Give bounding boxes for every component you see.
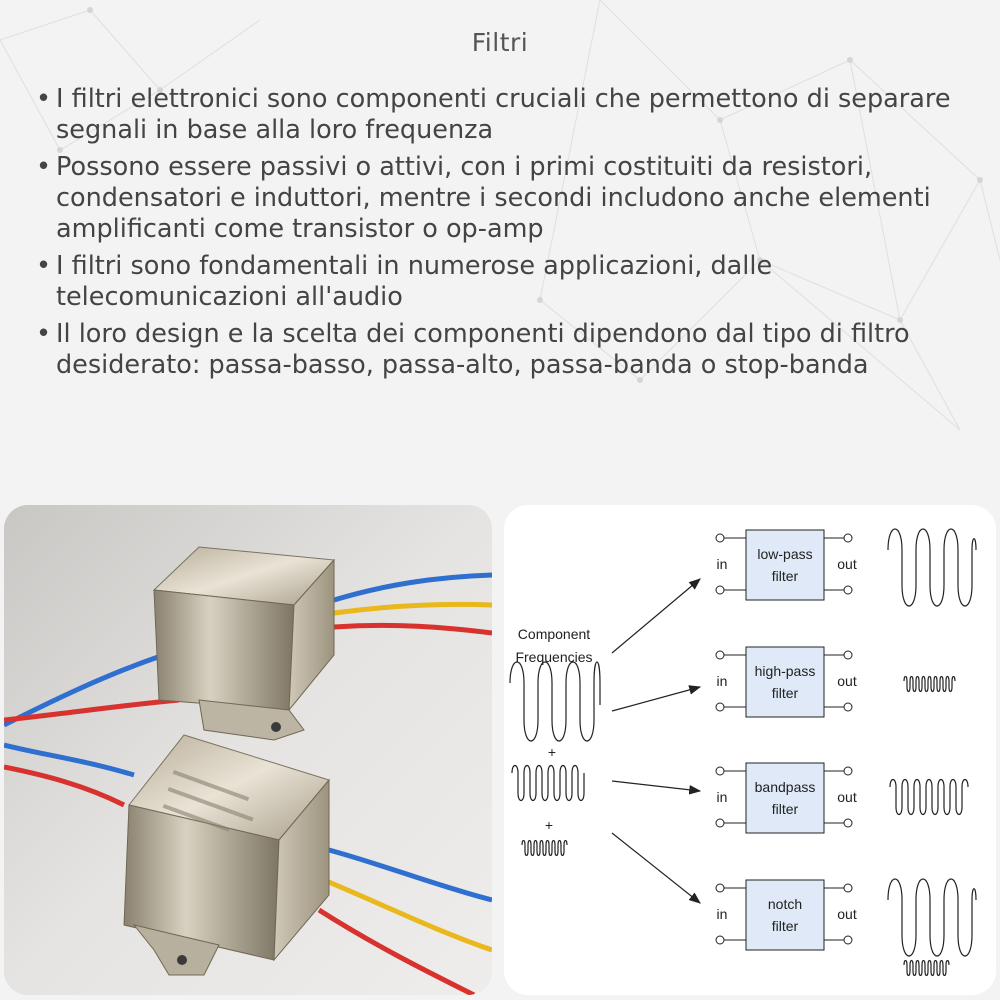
bullet-item: Il loro design e la scelta dei component… <box>36 319 966 381</box>
filter-name: filter <box>772 801 799 817</box>
output-wave-low-pass <box>887 528 977 607</box>
out-label: out <box>837 556 857 572</box>
in-label: in <box>717 906 728 922</box>
filter-block-bandpass: in out bandpass filter <box>715 762 857 834</box>
out-label: out <box>837 789 857 805</box>
output-wave-notch-low <box>887 878 977 957</box>
output-wave-high-pass <box>903 675 956 693</box>
bullet-list: I filtri elettronici sono componenti cru… <box>36 84 966 387</box>
bullet-item: Possono essere passivi o attivi, con i p… <box>36 152 966 245</box>
filter-name: low-pass <box>757 546 812 562</box>
filter-name: bandpass <box>755 779 816 795</box>
plus-sign: + <box>545 817 553 833</box>
output-wave-bandpass <box>889 778 969 816</box>
bullet-item: I filtri elettronici sono componenti cru… <box>36 84 966 146</box>
out-label: out <box>837 906 857 922</box>
filter-name: filter <box>772 685 799 701</box>
filter-name: filter <box>772 568 799 584</box>
filter-components-photo <box>4 505 492 995</box>
filter-name: notch <box>768 896 802 912</box>
arrow <box>611 832 701 904</box>
in-label: in <box>717 673 728 689</box>
plus-sign: + <box>548 744 556 760</box>
filter-block-low-pass: in out low-pass filter <box>715 529 857 601</box>
out-label: out <box>837 673 857 689</box>
filter-types-diagram: Component Frequencies + + in out low-pas… <box>504 505 996 995</box>
in-label: in <box>717 556 728 572</box>
filter-name: filter <box>772 918 799 934</box>
bullet-item: I filtri sono fondamentali in numerose a… <box>36 251 966 313</box>
in-label: in <box>717 789 728 805</box>
filter-block-high-pass: in out high-pass filter <box>715 646 857 718</box>
arrow <box>611 578 701 654</box>
arrow <box>611 780 702 795</box>
source-label-line1: Component <box>518 626 590 642</box>
filter-name: high-pass <box>755 663 816 679</box>
arrow <box>611 685 702 712</box>
output-wave-notch-high <box>903 959 950 977</box>
source-wave-high <box>521 839 568 857</box>
filter-block-notch: in out notch filter <box>715 879 857 951</box>
source-wave-mid <box>511 764 585 802</box>
slide-title: Filtri <box>471 28 529 57</box>
source-label-line2: Frequencies <box>515 649 592 665</box>
source-wave-low <box>509 661 601 742</box>
